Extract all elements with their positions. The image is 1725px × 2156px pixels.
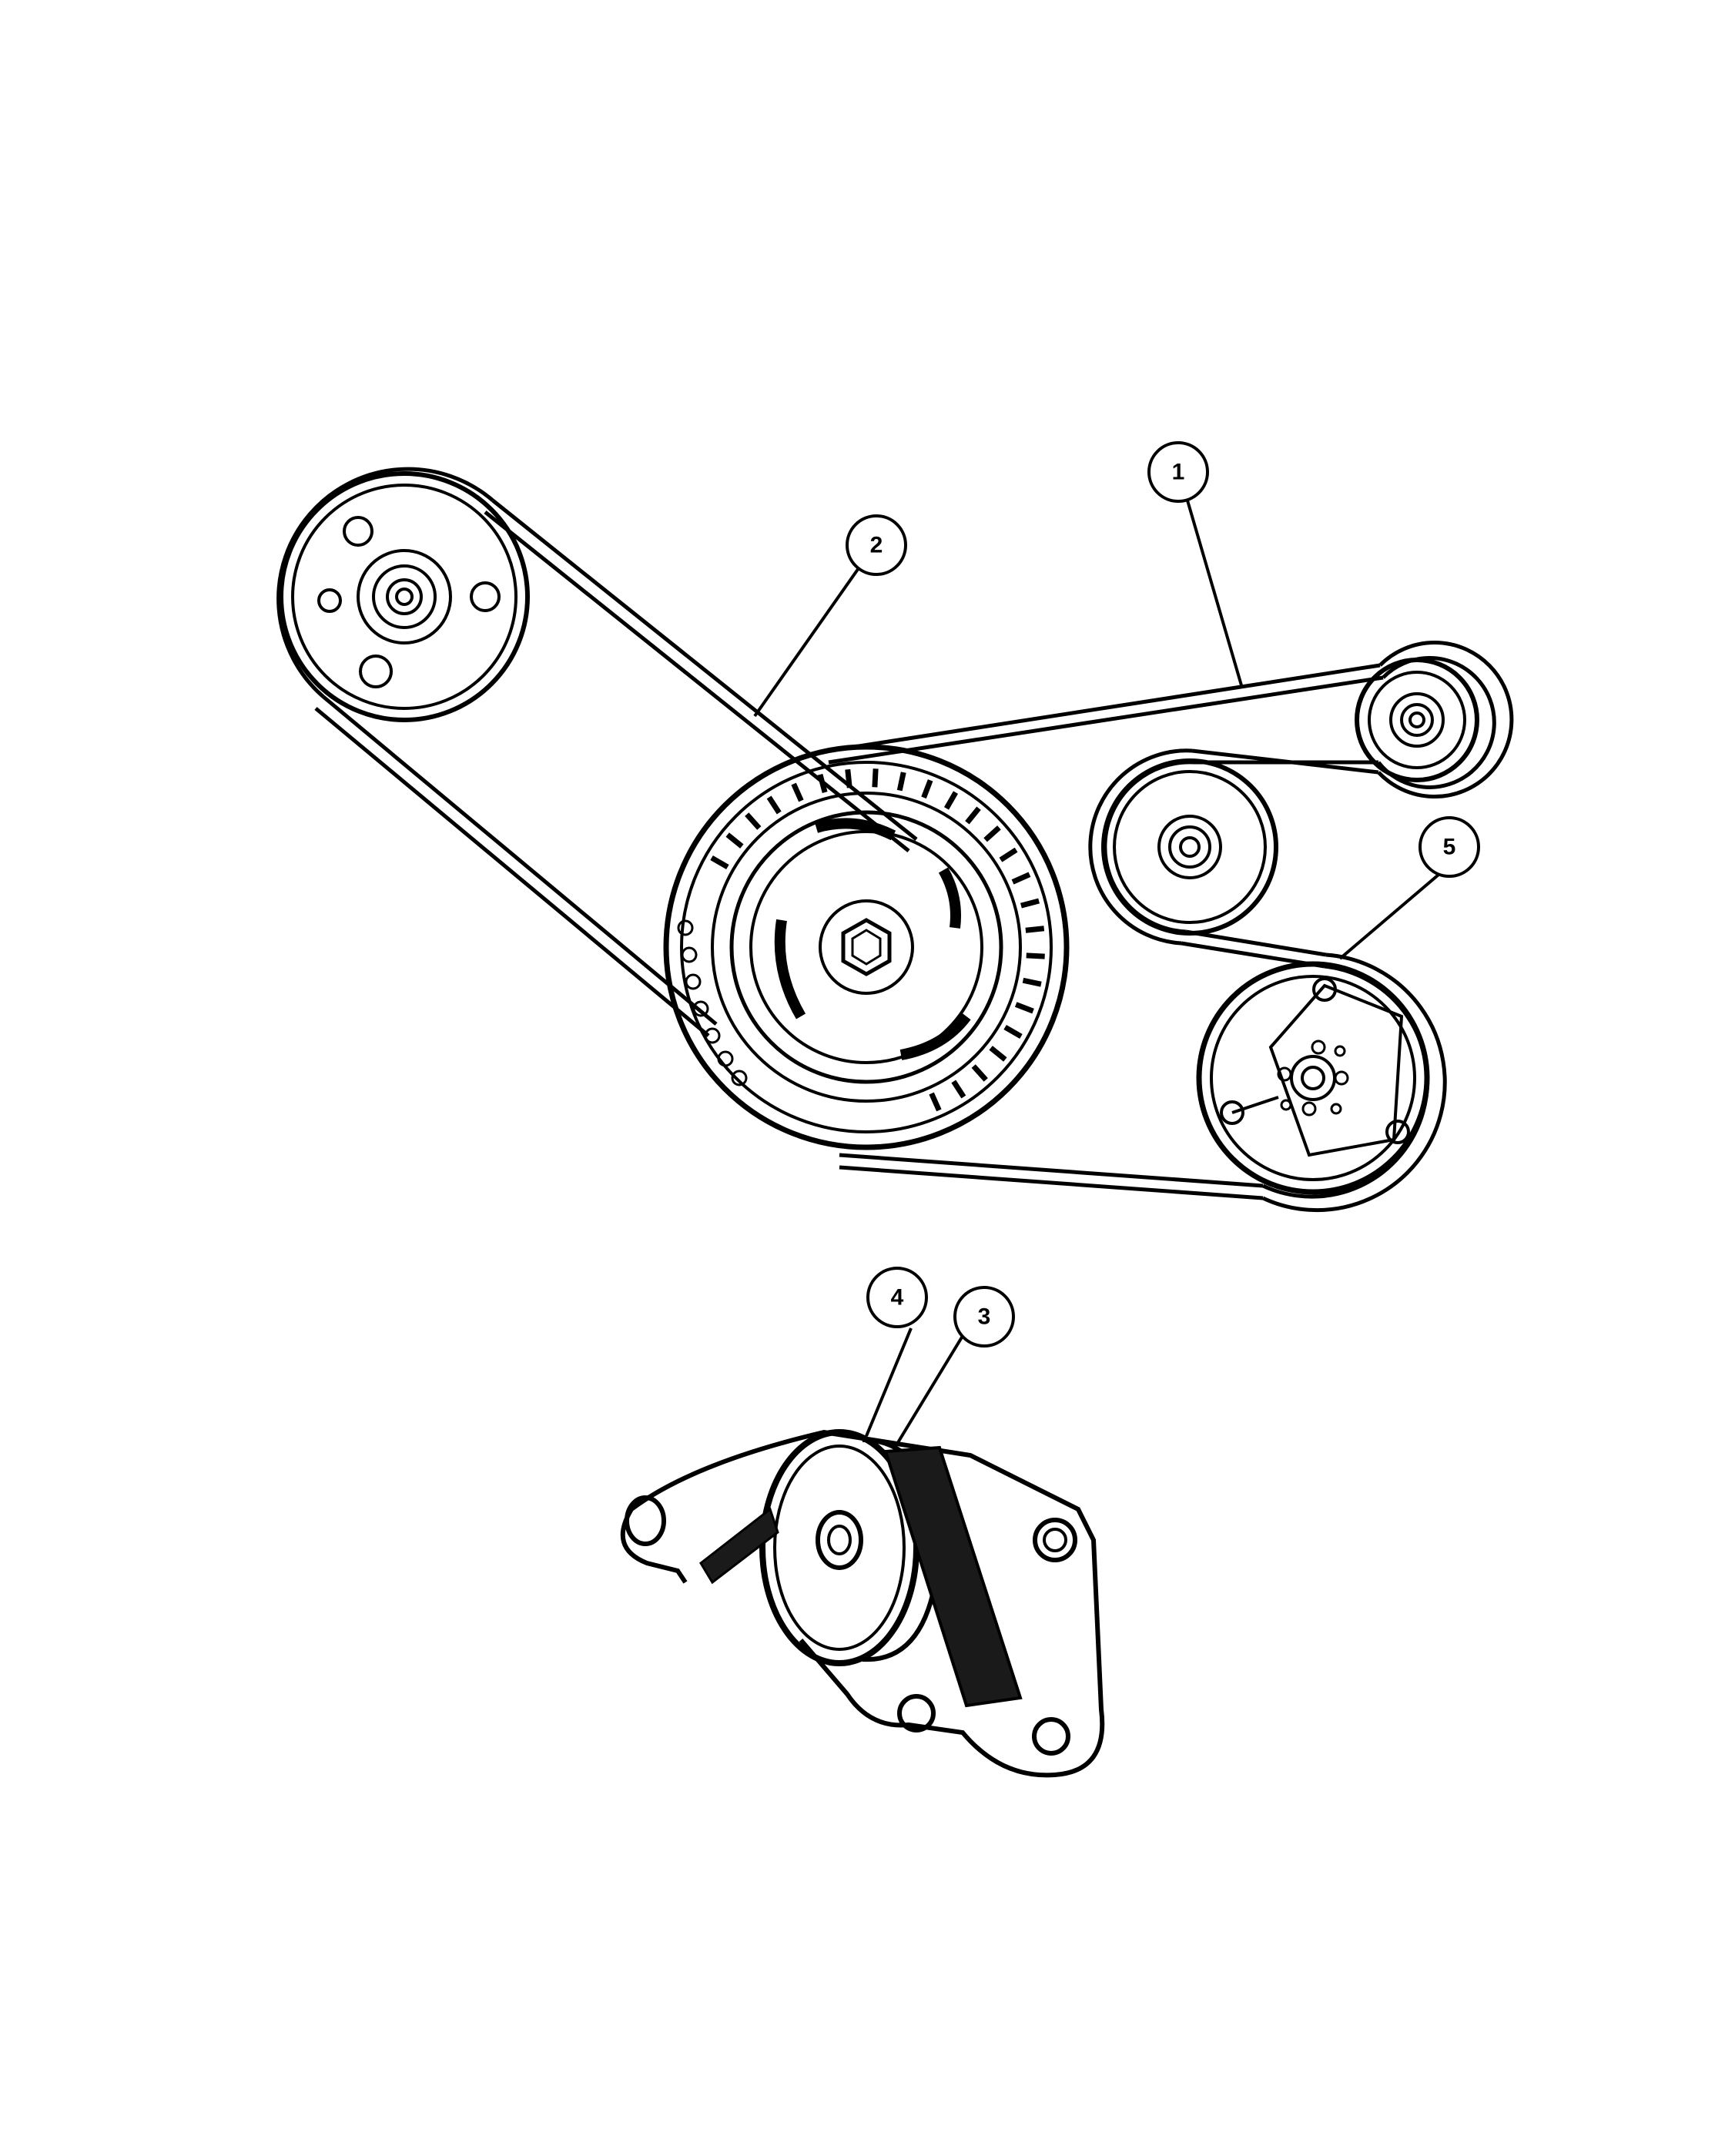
callout-3: 3 [953, 1286, 1015, 1348]
belt-tensioner-assembly [620, 1429, 1105, 1778]
rim-tick [1003, 1024, 1023, 1040]
callout-2-label: 2 [870, 533, 883, 558]
callout-2-circle [846, 514, 907, 576]
ac-compressor-pulley [1196, 961, 1430, 1195]
rim-tick [943, 791, 959, 810]
rim-tick [872, 768, 879, 788]
callout-4-label: 4 [891, 1285, 904, 1311]
rim-tick [791, 782, 804, 802]
crankshaft-rim-ticks [710, 768, 1045, 1112]
callout-4: 4 [866, 1267, 928, 1328]
tensioner-belt-section [699, 1445, 1023, 1708]
rim-tick [1020, 898, 1040, 909]
callout-1: 1 [1147, 441, 1209, 503]
rim-tick [983, 825, 1001, 842]
rim-tick [766, 795, 782, 815]
callout-1-label: 1 [1172, 460, 1185, 485]
callout-3-circle [953, 1286, 1015, 1348]
rim-tick [817, 773, 828, 793]
callout-5-circle [1419, 816, 1480, 878]
power-steering-pulley [279, 471, 530, 722]
idler-pulley-upper [1355, 658, 1479, 782]
rim-tick [710, 855, 729, 870]
callout-2: 2 [846, 514, 907, 576]
rim-tick [725, 832, 744, 849]
rim-tick [896, 772, 906, 792]
crankshaft-pulley [663, 744, 1070, 1150]
callout-5-label: 5 [1443, 835, 1456, 860]
callout-4-circle [866, 1267, 928, 1328]
callout-leaders [753, 500, 1445, 1445]
serpentine-belt [823, 641, 1514, 1213]
rim-tick [1014, 1002, 1034, 1014]
rim-tick [1025, 926, 1045, 933]
rim-tick [929, 1092, 942, 1112]
callout-5: 5 [1419, 816, 1480, 878]
callout-3-label: 3 [978, 1304, 991, 1330]
alternator-pulley [1101, 758, 1278, 936]
rim-tick [745, 812, 762, 830]
rim-tick [1011, 872, 1031, 885]
rim-tick [999, 847, 1018, 862]
rim-tick [845, 768, 852, 788]
rim-tick [921, 779, 933, 799]
rim-tick [989, 1046, 1007, 1062]
rim-tick [951, 1080, 966, 1099]
rim-tick [1022, 977, 1042, 987]
callout-1-circle [1147, 441, 1209, 503]
rim-tick [971, 1064, 988, 1082]
rim-tick [965, 806, 981, 825]
